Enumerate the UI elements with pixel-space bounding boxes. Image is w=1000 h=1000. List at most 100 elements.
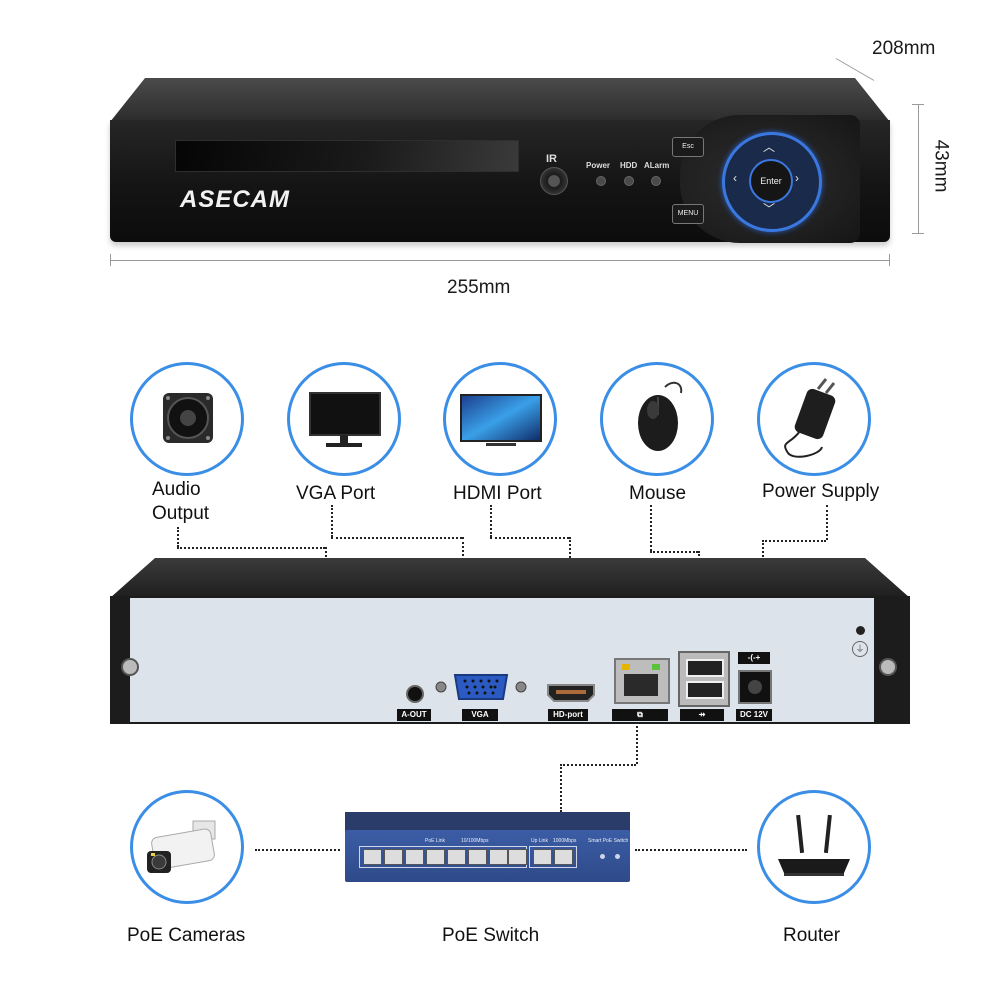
connector-hdmi [490, 505, 492, 537]
lan-socket [624, 674, 658, 696]
led-label-hdd: HDD [620, 161, 638, 170]
led-label-alarm: ALarm [644, 161, 670, 170]
vga-label: VGA [462, 709, 498, 721]
ground-symbol-icon: ⏚ [852, 641, 868, 657]
hdmi-port-circle [443, 362, 557, 476]
connector-vga-horizontal [331, 537, 462, 539]
hdmi-port-icon [547, 684, 595, 702]
right-screw [879, 658, 897, 676]
connector-power-horizontal [762, 540, 826, 542]
connector-switch-router [635, 849, 747, 851]
esc-button[interactable]: Esc [672, 137, 704, 157]
switch-port[interactable] [384, 849, 403, 865]
switch-port[interactable] [508, 849, 527, 865]
poe-cameras-label: PoE Cameras [127, 925, 246, 946]
hd-port-label: HD-port [548, 709, 588, 721]
dc-jack-hole [748, 680, 762, 694]
width-label: 255mm [447, 277, 511, 298]
router-circle [757, 790, 871, 904]
lan-led-right [652, 664, 660, 670]
monitor-icon [309, 392, 381, 447]
nvr-front-top-cover [110, 78, 890, 122]
switch-uplink-port[interactable] [554, 849, 573, 865]
bullet-camera-icon [147, 820, 216, 873]
menu-button[interactable]: MENU [672, 204, 704, 224]
height-dimension-line [918, 104, 919, 234]
led-label-power: Power [586, 161, 611, 170]
enter-button[interactable]: Enter [749, 159, 793, 203]
lan-port[interactable] [614, 658, 670, 704]
switch-uplink-label: Up Link [531, 838, 548, 844]
connector-mouse [650, 505, 652, 551]
usb-port-top[interactable] [686, 659, 724, 677]
switch-uplink-port[interactable] [533, 849, 552, 865]
up-arrow-icon[interactable]: ︿ [763, 140, 776, 154]
height-label: 43mm [930, 139, 952, 193]
mouse-circle [600, 362, 714, 476]
network-icon-tag: ⧉ [612, 709, 668, 721]
connector-lan-horizontal [560, 764, 636, 766]
connector-audio [177, 527, 179, 547]
switch-status-led [615, 854, 620, 859]
vga-connector[interactable] [433, 672, 529, 702]
ir-label: IR [546, 153, 557, 165]
dc-power-jack[interactable] [738, 670, 772, 704]
mouse-icon [638, 381, 683, 451]
switch-poe-link-label: PoE Link [425, 838, 446, 844]
poe-switch-label: PoE Switch [442, 925, 540, 946]
navigation-ring[interactable] [722, 132, 822, 232]
depth-label: 208mm [872, 38, 936, 59]
network-icon: ⧉ [637, 710, 643, 719]
connector-mouse-horizontal [650, 551, 698, 553]
audio-out-jack[interactable] [406, 685, 424, 703]
mouse-label: Mouse [629, 483, 687, 504]
brand-logo: ASECAM [180, 186, 291, 213]
switch-uplink-block [529, 846, 577, 868]
switch-port[interactable] [447, 849, 466, 865]
usb-port-bottom[interactable] [686, 681, 724, 699]
usb-icon: ⇸ [698, 710, 706, 719]
height-dim-tick-top [912, 104, 924, 105]
power-supply-label: Power Supply [762, 481, 880, 502]
ground-screw [856, 626, 865, 635]
tv-icon [460, 394, 542, 446]
switch-port[interactable] [426, 849, 445, 865]
width-dim-tick-left [110, 254, 111, 266]
a-out-label: A-OUT [397, 709, 431, 721]
nvr-rear-top-cover [110, 558, 910, 598]
switch-title: Smart PoE Switch [588, 838, 629, 844]
connector-camera-switch [255, 849, 340, 851]
switch-port[interactable] [489, 849, 508, 865]
switch-port[interactable] [468, 849, 487, 865]
audio-output-label: Audio Output [152, 479, 210, 524]
audio-output-circle [130, 362, 244, 476]
switch-port[interactable] [405, 849, 424, 865]
right-arrow-icon[interactable]: › [795, 171, 799, 185]
power-adapter-icon [784, 378, 836, 458]
poe-camera-circle [130, 790, 244, 904]
switch-uplink-speed-label: 1000Mbps [553, 838, 577, 844]
vga-port-circle [287, 362, 401, 476]
dc-12v-label: DC 12V [736, 709, 772, 721]
front-display-window [175, 140, 519, 172]
depth-dimension-line [835, 58, 875, 81]
down-arrow-icon[interactable]: ﹀ [763, 202, 776, 216]
alarm-led [651, 176, 661, 186]
height-dim-tick-bottom [912, 233, 924, 234]
vga-port-icon [435, 674, 527, 700]
left-arrow-icon[interactable]: ‹ [733, 171, 737, 185]
width-dim-tick-right [889, 254, 890, 266]
vga-port-label: VGA Port [296, 483, 376, 504]
speaker-icon [163, 393, 213, 443]
lan-led-left [622, 664, 630, 670]
switch-power-led [600, 854, 605, 859]
usb-ports[interactable] [678, 651, 730, 707]
connector-lan [636, 722, 638, 764]
left-screw [121, 658, 139, 676]
switch-port[interactable] [363, 849, 382, 865]
connector-lan-vertical [560, 764, 562, 812]
connector-power [826, 505, 828, 540]
hdmi-connector[interactable] [546, 683, 596, 703]
poe-switch-top [345, 812, 630, 832]
ir-sensor [540, 167, 568, 195]
